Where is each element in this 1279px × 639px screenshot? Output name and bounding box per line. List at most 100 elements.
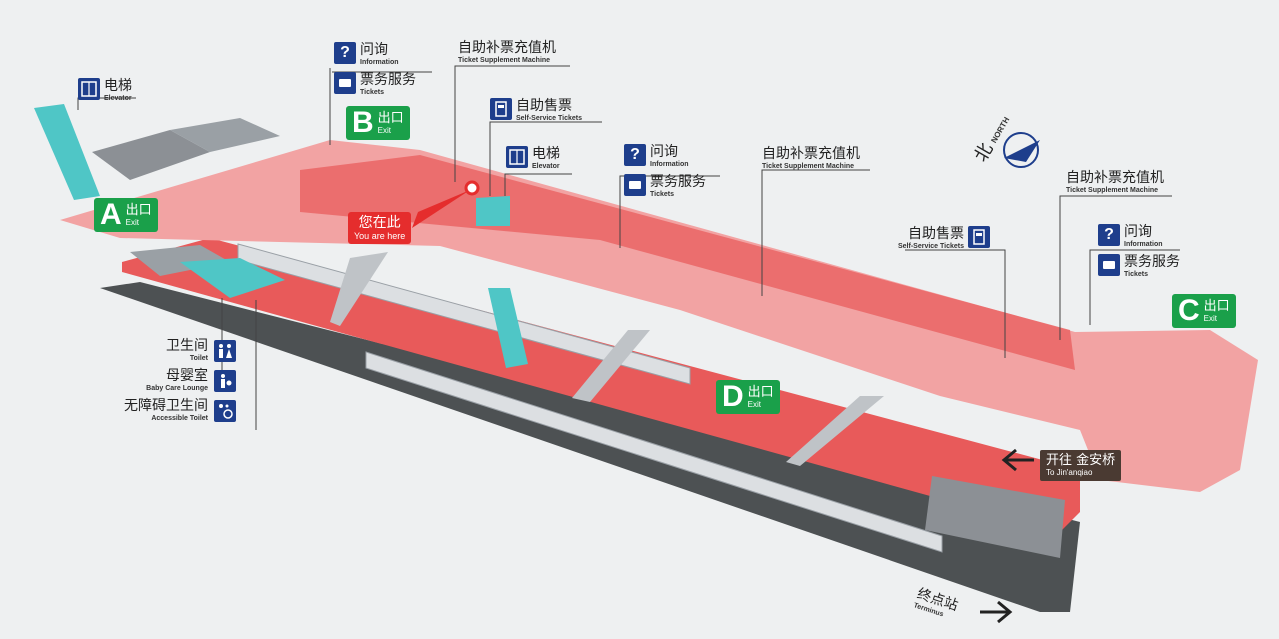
exit-a-cn: 出口 xyxy=(125,202,152,218)
elevator-sign-mid: 电梯 Elevator xyxy=(506,146,560,171)
baby-care-icon xyxy=(214,369,236,392)
supplement-label-en: Ticket Supplement Machine xyxy=(458,57,551,64)
building-block xyxy=(170,118,280,152)
accessible-toilet-label: 无障碍卫生间 xyxy=(124,398,208,414)
ticket-hand-icon xyxy=(1098,254,1120,276)
compass-rose xyxy=(1003,132,1040,168)
baby-care-label-en: Baby Care Lounge xyxy=(146,385,208,392)
destination-cn: 开往 金安桥 xyxy=(1046,453,1116,468)
building-block xyxy=(130,245,230,276)
self-service-sign-1: 自助售票 Self-Service Tickets xyxy=(490,98,582,123)
elevator-label-en: Elevator xyxy=(104,95,132,102)
destination-en: To Jin'anqiao xyxy=(1046,468,1093,477)
arrow-right-icon xyxy=(980,600,1013,624)
self-service-label-en: Self-Service Tickets xyxy=(898,243,965,250)
tickets-label: 票务服务 xyxy=(650,174,706,190)
exit-b-en: Exit xyxy=(377,125,392,135)
question-icon: ? xyxy=(624,144,646,166)
exit-b-letter: B xyxy=(352,106,374,139)
info-sign-mid: ? 问询 Information xyxy=(624,144,689,169)
self-service-label: 自助售票 xyxy=(908,226,965,242)
elevator-shaft xyxy=(476,196,510,226)
elevator-icon xyxy=(506,146,528,168)
ticket-hand-icon xyxy=(334,72,356,94)
elevator-icon xyxy=(78,78,100,100)
supplement-sign-2: 自助补票充值机 Ticket Supplement Machine xyxy=(762,146,860,171)
elevator-label: 电梯 xyxy=(532,146,560,162)
facility-toilet: 卫生间 Toilet xyxy=(166,338,236,363)
self-service-label: 自助售票 xyxy=(516,98,572,114)
supplement-label: 自助补票充值机 xyxy=(458,40,556,56)
destination-sign: 开往 金安桥 To Jin'anqiao xyxy=(1040,450,1122,481)
accessible-toilet-icon xyxy=(214,399,236,422)
supplement-label: 自助补票充值机 xyxy=(762,146,860,162)
supplement-label-en: Ticket Supplement Machine xyxy=(762,163,855,170)
supplement-label-en: Ticket Supplement Machine xyxy=(1066,187,1159,194)
question-icon: ? xyxy=(1098,224,1120,246)
tickets-sign-right: 票务服务 Tickets xyxy=(1098,254,1180,279)
escalator xyxy=(786,396,884,466)
facility-legend: 卫生间 Toilet 母婴室 Baby Care Lounge 无障碍卫生间 A… xyxy=(124,338,236,423)
info-label: 问询 xyxy=(360,42,388,58)
exit-c-cn: 出口 xyxy=(1203,298,1230,314)
you-are-here-badge: 您在此 You are here xyxy=(348,212,412,244)
tickets-label-en: Tickets xyxy=(1124,271,1148,278)
elevator-label-en: Elevator xyxy=(532,163,560,170)
supplement-sign-1: 自助补票充值机 Ticket Supplement Machine xyxy=(458,40,556,65)
info-sign-b: ? 问询 Information xyxy=(334,42,399,67)
info-label-en: Information xyxy=(1124,241,1163,248)
you-are-here-dot xyxy=(464,180,480,196)
tickets-label: 票务服务 xyxy=(360,72,416,88)
toilet-label-en: Toilet xyxy=(189,355,208,362)
baby-care-label: 母婴室 xyxy=(166,368,208,384)
accessible-toilet-label-en: Accessible Toilet xyxy=(151,415,208,422)
elevator-label: 电梯 xyxy=(104,78,132,94)
tickets-label: 票务服务 xyxy=(1124,254,1180,270)
exit-d-en: Exit xyxy=(747,399,762,409)
exit-d-cn: 出口 xyxy=(747,384,774,400)
escalator xyxy=(572,330,650,402)
info-label: 问询 xyxy=(650,144,678,160)
escalator xyxy=(330,252,388,326)
toilet-label: 卫生间 xyxy=(166,338,208,354)
exit-a-letter: A xyxy=(100,198,122,231)
info-sign-right: ? 问询 Information xyxy=(1098,224,1163,249)
building-block xyxy=(925,476,1065,558)
building-block xyxy=(92,130,210,180)
restroom-block xyxy=(180,258,285,298)
toilet-icon xyxy=(214,339,236,362)
tickets-sign-mid: 票务服务 Tickets xyxy=(624,174,706,199)
elevator-shaft xyxy=(34,104,100,200)
track-bed xyxy=(100,282,1080,612)
ticket-hand-icon xyxy=(624,174,646,196)
tickets-label-en: Tickets xyxy=(650,191,674,198)
tickets-label-en: Tickets xyxy=(360,89,384,96)
ticket-machine-icon xyxy=(490,98,512,120)
elevator-sign-a: 电梯 Elevator xyxy=(78,78,132,103)
exit-c-en: Exit xyxy=(1203,313,1218,323)
you-are-here-cn: 您在此 xyxy=(358,215,401,231)
self-service-sign-2: 自助售票 Self-Service Tickets xyxy=(898,226,991,251)
ticket-machine-icon xyxy=(968,226,991,248)
question-icon: ? xyxy=(334,42,356,64)
you-are-here-pointer xyxy=(412,190,470,228)
arrow-left-icon xyxy=(1001,448,1034,472)
facility-baby-care: 母婴室 Baby Care Lounge xyxy=(146,368,236,393)
tickets-sign-b: 票务服务 Tickets xyxy=(334,72,416,97)
supplement-sign-3: 自助补票充值机 Ticket Supplement Machine xyxy=(1066,170,1164,195)
supplement-label: 自助补票充值机 xyxy=(1066,170,1164,186)
facility-accessible-toilet: 无障碍卫生间 Accessible Toilet xyxy=(124,398,236,423)
elevator-shaft xyxy=(488,288,528,368)
info-label-en: Information xyxy=(650,161,689,168)
exit-a-en: Exit xyxy=(125,217,140,227)
exit-b-cn: 出口 xyxy=(377,110,404,126)
info-label-en: Information xyxy=(360,59,399,66)
lower-train xyxy=(365,351,943,553)
self-service-label-en: Self-Service Tickets xyxy=(516,115,583,122)
you-are-here-en: You are here xyxy=(354,231,406,241)
